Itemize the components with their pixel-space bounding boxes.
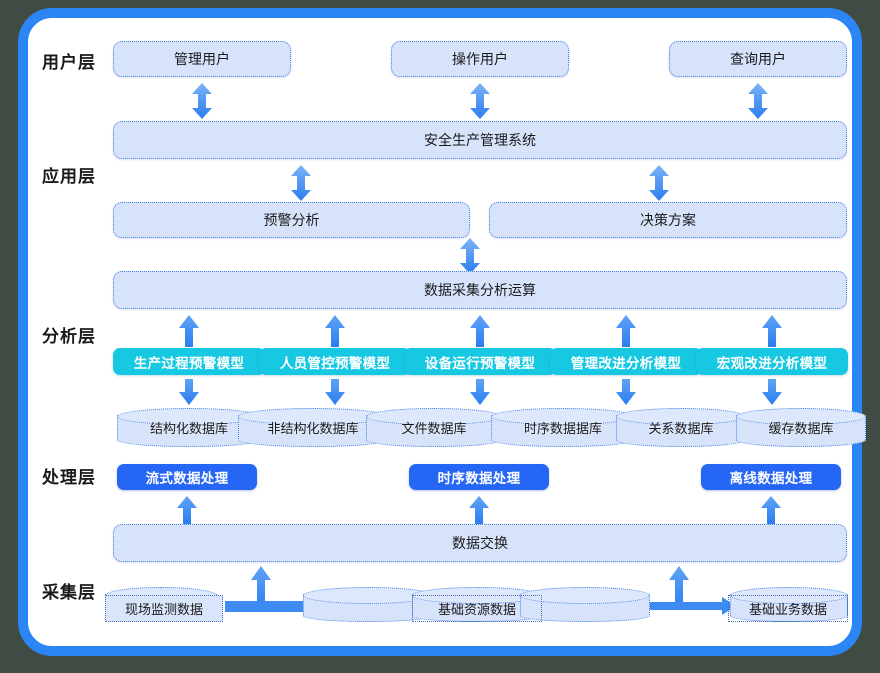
analysis-compute-box[interactable]: 数据采集分析运算 — [113, 271, 847, 309]
arrow-bidirectional-operator-system — [469, 83, 491, 119]
cylinder-top — [736, 408, 866, 425]
arrow-up-exchange-stream — [176, 496, 198, 524]
analysis-model-personnel[interactable]: 人员管控预警模型 — [259, 348, 411, 375]
layer-label-analysis: 分析层 — [42, 327, 96, 347]
analysis-model-macro[interactable]: 宏观改进分析模型 — [696, 348, 848, 375]
arrow-up-model-3 — [469, 315, 491, 347]
connector-monitor-resource — [225, 601, 355, 612]
database-label: 缓存数据库 — [768, 422, 834, 437]
source-label-monitor[interactable]: 现场监测数据 — [105, 595, 223, 622]
database-label: 结构化数据库 — [149, 422, 228, 437]
source-label-business[interactable]: 基础业务数据 — [728, 595, 848, 622]
database-relational[interactable]: 关系数据库 — [616, 408, 746, 447]
layer-label-user: 用户层 — [42, 53, 96, 73]
arrow-up-source-exchange-right — [668, 566, 690, 610]
source-label-resource[interactable]: 基础资源数据 — [412, 595, 542, 622]
processor-offline[interactable]: 离线数据处理 — [701, 464, 841, 490]
arrow-down-model-db-3 — [469, 379, 491, 405]
arrow-down-model-db-4 — [615, 379, 637, 405]
database-structured[interactable]: 结构化数据库 — [117, 408, 261, 447]
application-box-decision-plan[interactable]: 决策方案 — [489, 202, 847, 238]
layer-label-processing: 处理层 — [42, 468, 96, 488]
arrow-up-model-1 — [178, 315, 200, 347]
arrow-up-model-4 — [615, 315, 637, 347]
arrow-bidirectional-query-system — [747, 83, 769, 119]
arrow-down-model-db-2 — [324, 379, 346, 405]
arrow-up-exchange-offline — [760, 496, 782, 524]
arrow-up-model-2 — [324, 315, 346, 347]
arrow-down-model-db-5 — [761, 379, 783, 405]
database-label: 时序数据据库 — [523, 422, 602, 437]
arrow-up-model-5 — [761, 315, 783, 347]
source-cylinder-resource-a — [303, 587, 433, 622]
database-timeseries[interactable]: 时序数据据库 — [491, 408, 635, 447]
arrow-up-source-exchange-left — [250, 566, 272, 610]
database-label: 文件数据库 — [401, 422, 467, 437]
database-label: 非结构化数据库 — [267, 422, 359, 437]
user-box-query[interactable]: 查询用户 — [669, 41, 847, 77]
arrow-bidirectional-system-warning — [290, 165, 312, 201]
arrow-down-model-db-1 — [178, 379, 200, 405]
application-box-warning-analysis[interactable]: 预警分析 — [113, 202, 470, 238]
arrow-bidirectional-app-compute — [459, 238, 481, 274]
application-system-box[interactable]: 安全生产管理系统 — [113, 121, 847, 159]
arrow-bidirectional-system-decision — [648, 165, 670, 201]
arrow-bidirectional-admin-system — [191, 83, 213, 119]
collection-exchange-box[interactable]: 数据交换 — [113, 524, 847, 562]
user-box-admin[interactable]: 管理用户 — [113, 41, 291, 77]
arrow-up-exchange-timeseries — [468, 496, 490, 524]
processor-timeseries[interactable]: 时序数据处理 — [409, 464, 549, 490]
analysis-model-production[interactable]: 生产过程预警模型 — [113, 348, 265, 375]
processor-stream[interactable]: 流式数据处理 — [117, 464, 257, 490]
arrow-bidirectional-resource-business — [616, 596, 736, 616]
user-box-operator[interactable]: 操作用户 — [391, 41, 569, 77]
layer-label-collection: 采集层 — [42, 583, 96, 603]
analysis-model-equipment[interactable]: 设备运行预警模型 — [404, 348, 556, 375]
database-label: 关系数据库 — [648, 422, 714, 437]
database-file[interactable]: 文件数据库 — [366, 408, 502, 447]
analysis-model-management[interactable]: 管理改进分析模型 — [550, 348, 702, 375]
layer-label-application: 应用层 — [42, 167, 96, 187]
database-unstructured[interactable]: 非结构化数据库 — [238, 408, 388, 447]
database-cache[interactable]: 缓存数据库 — [736, 408, 866, 447]
